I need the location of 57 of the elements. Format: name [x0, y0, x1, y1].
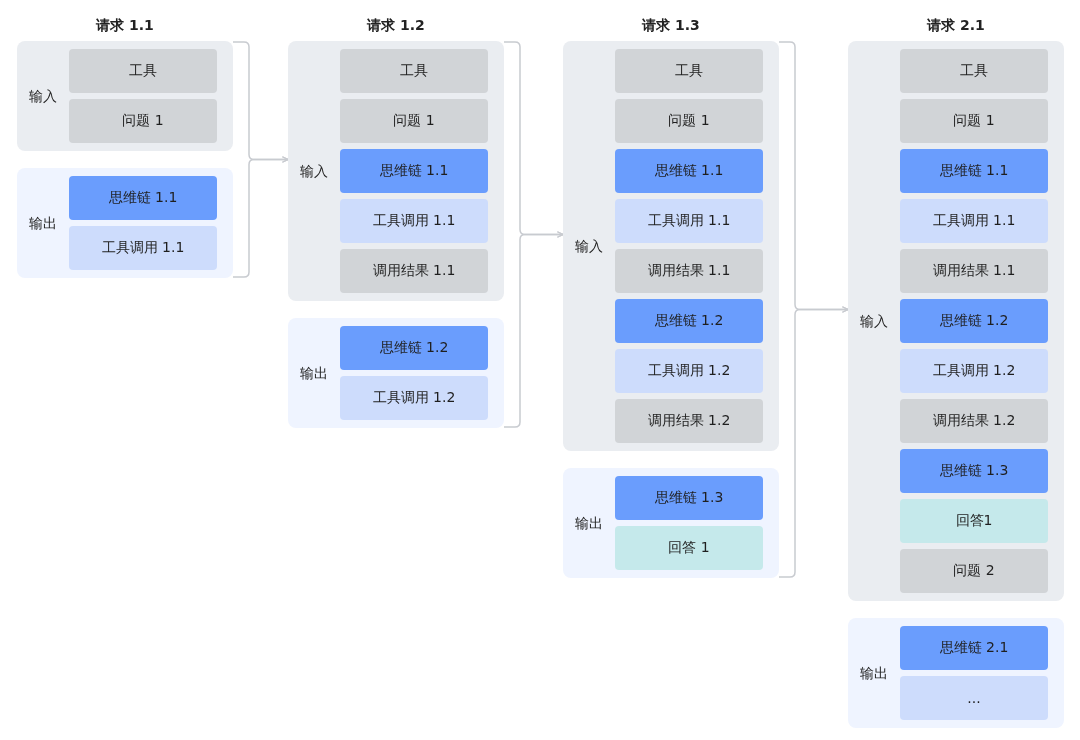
answer-block: 回答1 — [900, 499, 1048, 543]
tool-call-block: 工具调用 1.1 — [340, 199, 488, 243]
input-panel — [563, 41, 779, 451]
output-panel — [17, 168, 233, 278]
input-panel — [17, 41, 233, 151]
panel-label: 输入 — [28, 87, 58, 105]
request-title: 请求 1.3 — [641, 17, 701, 35]
bracket-arrow — [232, 156, 289, 278]
request-title: 请求 1.2 — [366, 17, 426, 35]
tool-call-block: 工具调用 1.1 — [615, 199, 763, 243]
reasoning-block: 思维链 1.3 — [615, 476, 763, 520]
input-panel — [288, 41, 504, 301]
context-block: 调用结果 1.1 — [900, 249, 1048, 293]
context-block: 问题 1 — [615, 99, 763, 143]
context-block: 工具 — [900, 49, 1048, 93]
reasoning-block: 思维链 1.1 — [900, 149, 1048, 193]
bracket-arrow — [503, 231, 564, 428]
reasoning-block: 思维链 1.2 — [615, 299, 763, 343]
answer-block: 回答 1 — [615, 526, 763, 570]
panel-label: 输入 — [299, 162, 329, 180]
output-panel — [288, 318, 504, 428]
tool-call-block: 工具调用 1.2 — [340, 376, 488, 420]
tool-call-block: 工具调用 1.1 — [900, 199, 1048, 243]
bracket-arrow — [778, 306, 849, 578]
context-block: 问题 1 — [340, 99, 488, 143]
context-block: 问题 1 — [69, 99, 217, 143]
reasoning-block: 思维链 1.1 — [615, 149, 763, 193]
output-panel — [563, 468, 779, 578]
context-block: 调用结果 1.2 — [900, 399, 1048, 443]
context-block: 工具 — [615, 49, 763, 93]
panel-label: 输出 — [299, 364, 329, 382]
output-panel — [848, 618, 1064, 728]
reasoning-block: 思维链 1.3 — [900, 449, 1048, 493]
context-block: 调用结果 1.1 — [340, 249, 488, 293]
context-block: 工具 — [69, 49, 217, 93]
input-panel — [848, 41, 1064, 601]
tool-call-block: 工具调用 1.2 — [615, 349, 763, 393]
request-title: 请求 2.1 — [926, 17, 986, 35]
tool-call-block: 工具调用 1.1 — [69, 226, 217, 270]
reasoning-block: 思维链 1.2 — [340, 326, 488, 370]
context-block: 调用结果 1.1 — [615, 249, 763, 293]
panel-label: 输出 — [859, 664, 889, 682]
context-block: 工具 — [340, 49, 488, 93]
context-block: 调用结果 1.2 — [615, 399, 763, 443]
tool-call-block: 工具调用 1.2 — [900, 349, 1048, 393]
panel-label: 输入 — [859, 312, 889, 330]
reasoning-block: 思维链 1.1 — [69, 176, 217, 220]
panel-label: 输出 — [574, 514, 604, 532]
reasoning-block: 思维链 1.2 — [900, 299, 1048, 343]
reasoning-block: 思维链 2.1 — [900, 626, 1048, 670]
reasoning-block: 思维链 1.1 — [340, 149, 488, 193]
tool-call-block: ... — [900, 676, 1048, 720]
panel-label: 输入 — [574, 237, 604, 255]
panel-label: 输出 — [28, 214, 58, 232]
request-title: 请求 1.1 — [95, 17, 155, 35]
context-block: 问题 2 — [900, 549, 1048, 593]
context-block: 问题 1 — [900, 99, 1048, 143]
